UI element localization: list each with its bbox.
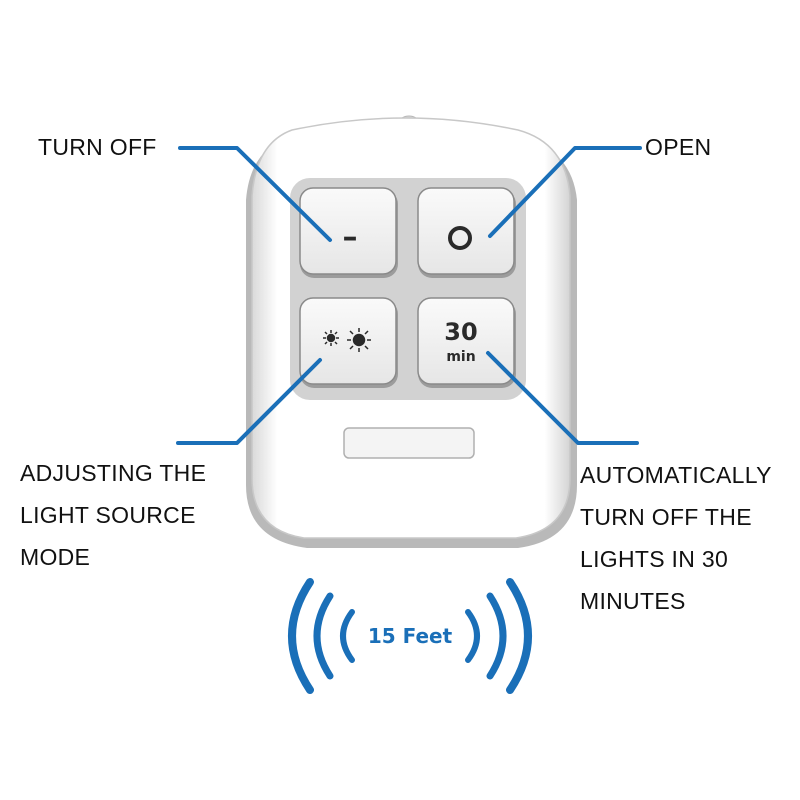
adjusting-label-line-1: ADJUSTING THE bbox=[20, 460, 207, 486]
leader-line-open bbox=[488, 146, 642, 238]
timer-number: 30 bbox=[444, 318, 477, 346]
turn-off-button[interactable]: – bbox=[299, 187, 398, 278]
leader-line-mode bbox=[176, 358, 322, 445]
minus-icon: – bbox=[343, 220, 358, 255]
remote-control: – bbox=[246, 115, 577, 548]
signal-wave-left-inner bbox=[340, 609, 355, 663]
leader-lines bbox=[176, 146, 642, 445]
battery-slot bbox=[343, 427, 475, 459]
timer-button[interactable]: 30 min bbox=[417, 297, 516, 388]
leader-line-auto bbox=[486, 351, 639, 445]
open-button[interactable] bbox=[417, 187, 516, 278]
turn-off-label-text: TURN OFF bbox=[38, 134, 157, 160]
auto-off-label: AUTOMATICALLY TURN OFF THE LIGHTS IN 30 … bbox=[580, 454, 772, 622]
auto-off-label-line-4: MINUTES bbox=[580, 588, 686, 614]
open-label-text: OPEN bbox=[645, 134, 712, 160]
auto-off-label-line-2: TURN OFF THE bbox=[580, 504, 752, 530]
signal-wave-left-outer bbox=[288, 578, 314, 694]
signal-wave-right-mid bbox=[486, 592, 507, 680]
open-label: OPEN bbox=[645, 126, 711, 168]
auto-off-label-line-3: LIGHTS IN 30 bbox=[580, 546, 729, 572]
range-label: 15 Feet bbox=[368, 624, 453, 648]
timer-unit: min bbox=[446, 349, 475, 365]
signal-wave-right-inner bbox=[465, 609, 480, 663]
wireless-signal-icon bbox=[288, 578, 532, 694]
auto-off-label-line-1: AUTOMATICALLY bbox=[580, 462, 772, 488]
signal-wave-left-mid bbox=[313, 592, 334, 680]
adjusting-label-line-3: MODE bbox=[20, 544, 91, 570]
adjusting-label: ADJUSTING THE LIGHT SOURCE MODE bbox=[20, 452, 206, 578]
turn-off-label: TURN OFF bbox=[38, 126, 157, 168]
brightness-icon bbox=[323, 328, 371, 352]
signal-wave-right-outer bbox=[506, 578, 532, 694]
circle-icon bbox=[448, 226, 472, 250]
leader-line-turn-off bbox=[178, 146, 332, 242]
adjusting-label-line-2: LIGHT SOURCE bbox=[20, 502, 196, 528]
mode-button[interactable] bbox=[299, 297, 398, 388]
